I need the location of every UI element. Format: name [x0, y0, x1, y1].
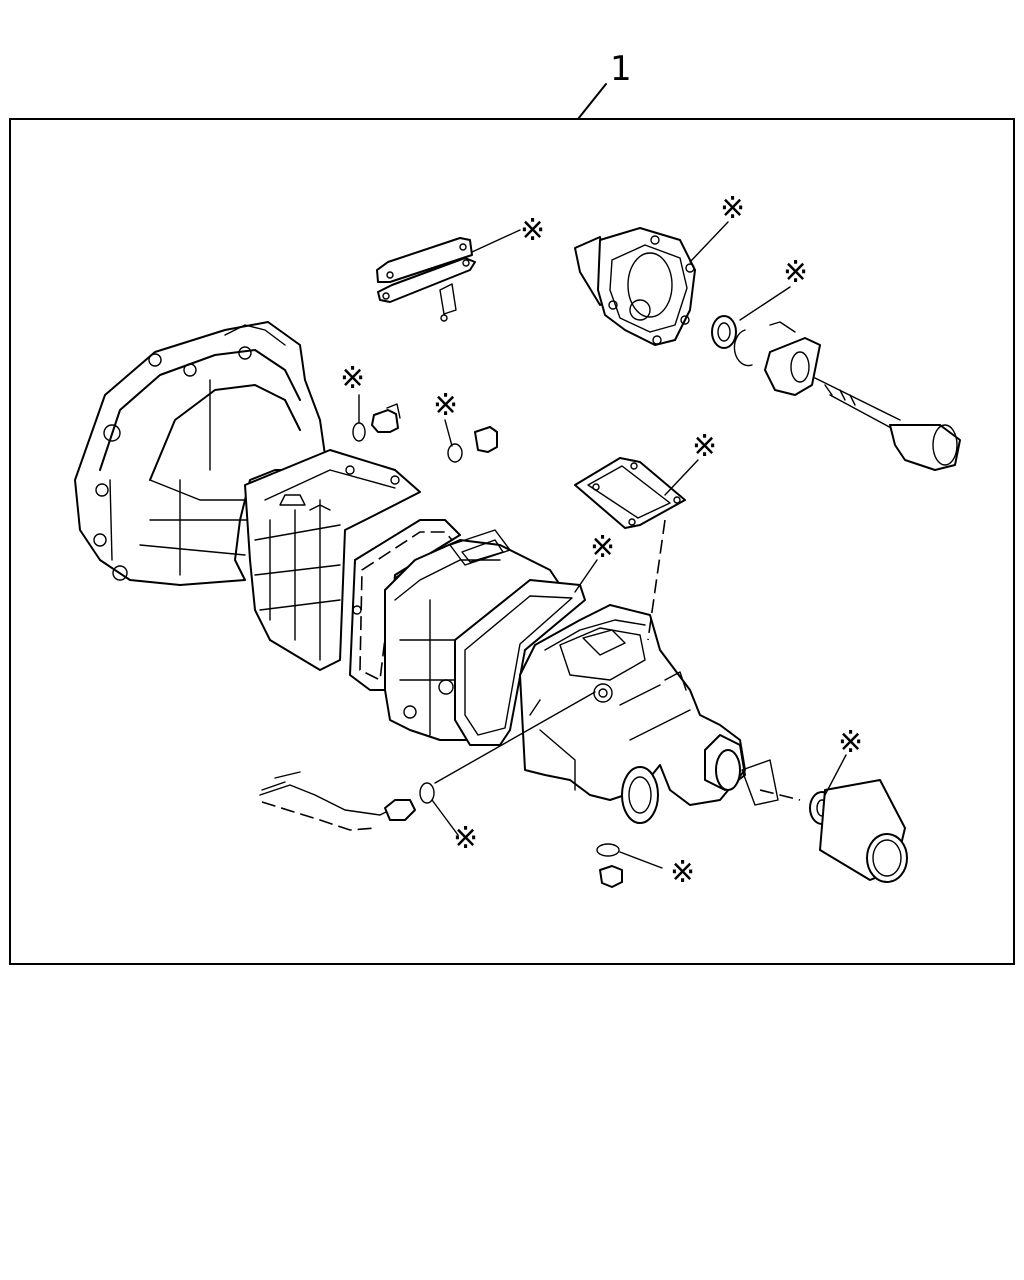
wiring-harness-sensor [259, 691, 596, 831]
transmission-case [244, 449, 421, 671]
gasket-marker: ※ [453, 821, 478, 856]
callout-markers: ※ ※ ※ ※ ※ ※ ※ ※ ※ ※ [340, 191, 863, 890]
gasket-marker: ※ [670, 855, 695, 890]
gasket-marker: ※ [433, 388, 458, 423]
extension-housing [519, 604, 746, 824]
drain-plug [596, 843, 663, 888]
bolt-and-washer-left [352, 394, 401, 442]
clutch-housing [74, 321, 326, 586]
case-gasket [454, 579, 586, 746]
bolt-and-washer-center [444, 419, 498, 463]
bearing-assembly-upper [711, 315, 961, 471]
gasket-marker: ※ [692, 429, 717, 464]
callout-1-leader [577, 83, 607, 120]
assembly-frame [9, 118, 1015, 965]
gasket-marker: ※ [590, 530, 615, 565]
callout-number-1: 1 [610, 49, 632, 89]
gasket-marker: ※ [720, 191, 745, 226]
gasket-marker: ※ [838, 725, 863, 760]
top-cover-gasket [574, 457, 686, 529]
gasket-marker: ※ [783, 255, 808, 290]
shift-lever-retainer [376, 237, 476, 322]
shift-housing [574, 227, 696, 346]
gasket-marker: ※ [520, 213, 545, 248]
gasket-marker: ※ [340, 361, 365, 396]
bearing-assembly-lower [741, 759, 908, 883]
top-cover-dashed-line [647, 519, 666, 641]
